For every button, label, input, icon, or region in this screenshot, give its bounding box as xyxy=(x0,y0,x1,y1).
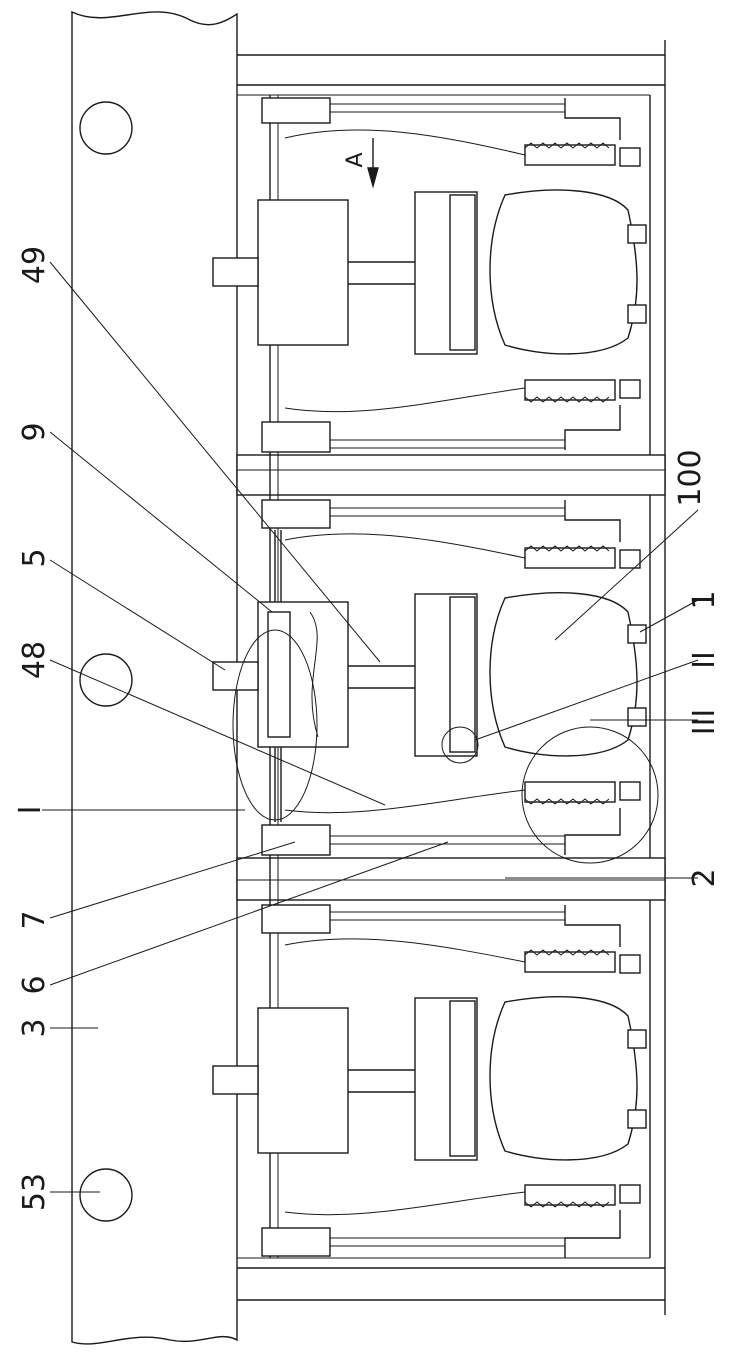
brush xyxy=(450,1001,475,1156)
motor-housing xyxy=(258,1008,348,1153)
label-2: 2 xyxy=(687,868,722,887)
brush xyxy=(450,597,475,752)
leader-5 xyxy=(50,560,225,670)
bracket xyxy=(565,500,620,542)
label-6: 6 xyxy=(17,975,52,994)
label-A: A xyxy=(343,152,368,167)
label-100: 100 xyxy=(673,449,708,506)
label-49: 49 xyxy=(17,246,52,284)
spring-cylinder xyxy=(525,548,615,568)
guide-block xyxy=(262,905,330,933)
divider-lower xyxy=(237,858,665,900)
clamp-block xyxy=(620,782,640,800)
guide-block xyxy=(262,1228,330,1256)
clamp xyxy=(628,305,646,323)
label-III: III xyxy=(687,709,722,736)
clamp xyxy=(628,1030,646,1048)
arrow-head xyxy=(368,168,378,186)
guide-block-7 xyxy=(262,825,330,855)
cable xyxy=(285,790,525,813)
motor-shaft xyxy=(213,258,258,286)
cable xyxy=(285,388,525,412)
clamp-block xyxy=(620,148,640,166)
cable xyxy=(285,1192,525,1215)
clamp-1 xyxy=(628,625,646,643)
motor-housing xyxy=(258,200,348,345)
clamp-block xyxy=(620,1185,640,1203)
label-53: 53 xyxy=(17,1173,52,1211)
spring-cylinder xyxy=(525,145,615,165)
bracket xyxy=(565,98,620,140)
mounting-hole-middle xyxy=(80,654,132,706)
label-1: 1 xyxy=(687,590,722,609)
guide-block xyxy=(262,98,330,123)
label-I: I xyxy=(13,806,48,815)
guide-block xyxy=(262,500,330,528)
workpiece-100 xyxy=(490,190,637,354)
cable xyxy=(285,130,525,155)
label-3: 3 xyxy=(17,1018,52,1037)
clamp xyxy=(628,1110,646,1128)
spring-cylinder xyxy=(525,1185,615,1205)
clamp xyxy=(628,708,646,726)
leader-100 xyxy=(555,510,698,640)
label-48: 48 xyxy=(17,641,52,679)
bracket xyxy=(565,808,620,855)
label-II: II xyxy=(687,651,722,669)
frame-plate xyxy=(72,12,237,1344)
motor-shaft xyxy=(213,1066,258,1094)
bracket xyxy=(565,1210,620,1258)
label-7: 7 xyxy=(17,910,52,929)
labels: 49 9 5 48 I 7 6 3 53 100 1 II III 2 A xyxy=(13,152,722,1211)
clamp-block xyxy=(620,955,640,973)
divider-upper xyxy=(237,455,665,495)
spring-cylinder xyxy=(525,952,615,972)
leader-lines xyxy=(42,262,698,1192)
mounting-hole-top xyxy=(80,102,132,154)
guide-block xyxy=(262,422,330,452)
label-5: 5 xyxy=(17,548,52,567)
label-9: 9 xyxy=(17,422,52,441)
spring-cylinder xyxy=(525,380,615,400)
unit-middle xyxy=(213,500,658,863)
clamp xyxy=(628,225,646,243)
bracket xyxy=(565,905,620,947)
brush xyxy=(450,195,475,350)
cable xyxy=(285,534,525,558)
spring-cylinder xyxy=(525,782,615,802)
workpiece-100 xyxy=(490,997,637,1160)
clamp-block xyxy=(620,380,640,398)
mounting-hole-bottom xyxy=(80,1169,132,1221)
bracket xyxy=(565,405,620,450)
cable xyxy=(285,939,525,962)
